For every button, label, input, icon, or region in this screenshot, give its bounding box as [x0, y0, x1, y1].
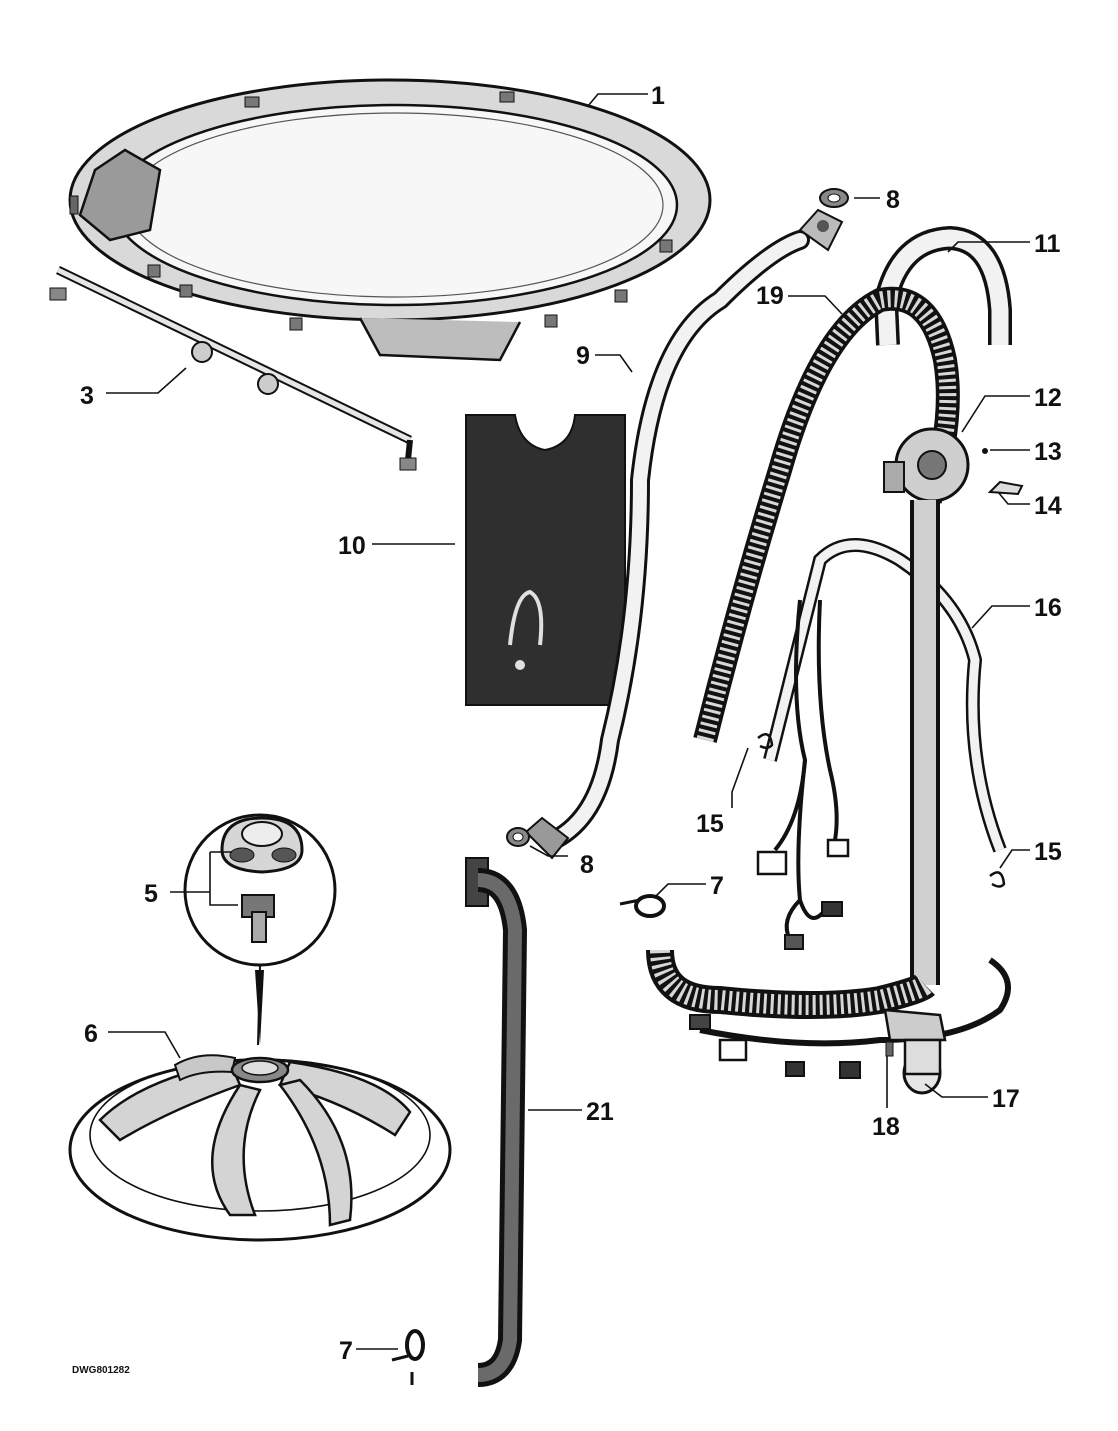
part-3-bracket [49, 265, 417, 471]
callout-5: 5 [144, 880, 158, 908]
part-8-washer-top [819, 188, 849, 208]
part-15-clip-right [989, 871, 1006, 888]
part-21-drain-hose [465, 857, 528, 1387]
part-11-hose-guide [873, 225, 1012, 346]
part-9-fill-hose [524, 208, 844, 860]
callout-8-top: 8 [886, 186, 900, 214]
callout-18: 18 [872, 1113, 900, 1141]
callout-6: 6 [84, 1020, 98, 1048]
callout-8-bottom: 8 [580, 851, 594, 879]
callout-1: 1 [651, 82, 665, 110]
callout-19: 19 [756, 282, 784, 310]
part-7-clamp-lower [391, 1329, 425, 1385]
callout-17: 17 [992, 1085, 1020, 1113]
drawing-code: DWG801282 [72, 1365, 130, 1376]
part-6-pulsator [68, 1054, 452, 1242]
callout-7-upper: 7 [710, 872, 724, 900]
part-17-outlet-elbow [883, 1008, 947, 1095]
base-drain-hose [646, 949, 1011, 1079]
part-5-cap-and-bolt [183, 813, 337, 1046]
callout-13: 13 [1034, 438, 1062, 466]
part-1-tub-ring [68, 78, 712, 362]
leader-lines [106, 93, 1030, 1350]
part-18-screw [885, 1041, 894, 1057]
part-15-clip-left [757, 733, 774, 749]
callout-21: 21 [586, 1098, 614, 1126]
part-14-clip [987, 480, 1024, 496]
part-16-tube [763, 538, 1007, 853]
callout-12: 12 [1034, 384, 1062, 412]
callout-10: 10 [338, 532, 366, 560]
callout-3: 3 [80, 382, 94, 410]
wire-harness [756, 599, 850, 950]
callout-7-lower: 7 [339, 1337, 353, 1365]
part-19-drain-hose [693, 286, 960, 743]
part-12-pump [883, 427, 970, 503]
part-10-panel [465, 414, 626, 706]
callout-15-left: 15 [696, 810, 724, 838]
part-13-screw [982, 448, 988, 454]
callouts: 1 3 5 6 7 7 8 8 9 10 11 12 13 14 15 15 1… [72, 82, 1062, 1376]
part-8-washer-bottom [506, 827, 530, 847]
callout-15-right: 15 [1034, 838, 1062, 866]
part-7-clamp-upper [619, 894, 666, 918]
callout-11: 11 [1034, 230, 1061, 258]
callout-9: 9 [576, 342, 590, 370]
callout-16: 16 [1034, 594, 1062, 622]
callout-14: 14 [1034, 492, 1062, 520]
